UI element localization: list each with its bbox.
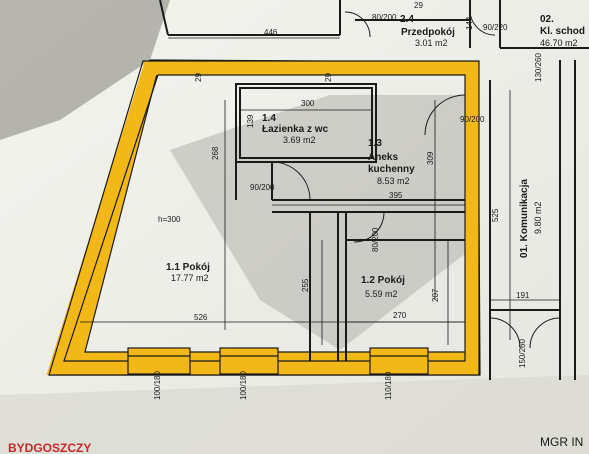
window-dim-2: 100/180 [239,371,248,400]
room-13-name-line2: kuchenny [368,164,415,175]
dim-255: 255 [301,278,310,292]
room-13-number: 1.3 [368,138,382,149]
dim-207: 207 [431,288,440,302]
dim-90-200-entry: 90/200 [460,115,485,124]
window-dim-3: 110/180 [384,371,393,400]
room-02-name: Kl. schod [540,26,585,37]
room-14-area: 3.69 m2 [283,135,316,145]
dim-309: 309 [426,151,435,165]
dimension-lines [80,37,560,345]
dim-80-200-top: 80/200 [372,13,397,22]
room-13-area: 8.53 m2 [377,176,410,186]
room-12-name: 1.2 Pokój [361,275,405,286]
dim-130-260: 130/260 [534,53,543,82]
room-24-area: 3.01 m2 [415,38,448,48]
context-walls [159,0,589,380]
room-24-number: 2.4 [400,14,414,25]
dim-191: 191 [516,291,530,300]
dim-150-260: 150/260 [518,339,527,368]
top-dim-fragment: 29 [414,1,423,10]
dim-139: 139 [246,114,255,128]
room-13-name: Aneks [368,152,398,163]
room-24-name: Przedpokój [401,27,455,38]
room-labels: 29 2.4 Przedpokój 3.01 m2 02. Kl. schod … [166,1,585,299]
dim-90-200-bath: 90/200 [250,183,275,192]
dim-446: 446 [264,28,278,37]
dim-29-right: 29 [324,73,333,82]
window-dim-1: 100/180 [153,371,162,400]
room-01-area: 9.80 m2 [533,201,543,234]
dim-525: 525 [491,208,500,222]
room-12-area: 5.59 m2 [365,289,398,299]
shadow-top-left [0,0,170,140]
room-14-number: 1.4 [262,113,276,124]
shadow-bottom [0,375,589,454]
windows [127,347,429,375]
dim-144: 144 [465,16,474,30]
outline-outer-edge [48,60,480,376]
room-02-area: 46.70 m2 [540,38,578,48]
dim-268: 268 [211,146,220,160]
room-14-name: Łazienka z wc [262,124,329,135]
dim-270: 270 [393,311,407,320]
footer-left-text: BYDGOSZCZY [8,441,91,454]
apartment-outline [46,61,479,375]
ceiling-height: h=300 [158,215,181,224]
room-02-number: 02. [540,14,554,25]
dim-526: 526 [194,313,208,322]
outline-inner-edge [63,74,466,362]
footer-right-text: MGR IN [540,435,583,449]
door-swings [271,9,561,349]
room-11-area: 17.77 m2 [171,273,209,283]
dim-300: 300 [301,99,315,108]
dim-90-220: 90/220 [483,23,508,32]
dimension-labels: 446 80/200 90/220 144 300 139 268 309 39… [153,13,543,400]
interior-walls [235,83,465,361]
dim-29-left: 29 [194,73,203,82]
dim-80-200-room: 80/200 [371,227,380,252]
dim-395: 395 [389,191,403,200]
room-11-name: 1.1 Pokój [166,262,210,273]
room-01-name: 01. Komunikacja [519,179,530,258]
